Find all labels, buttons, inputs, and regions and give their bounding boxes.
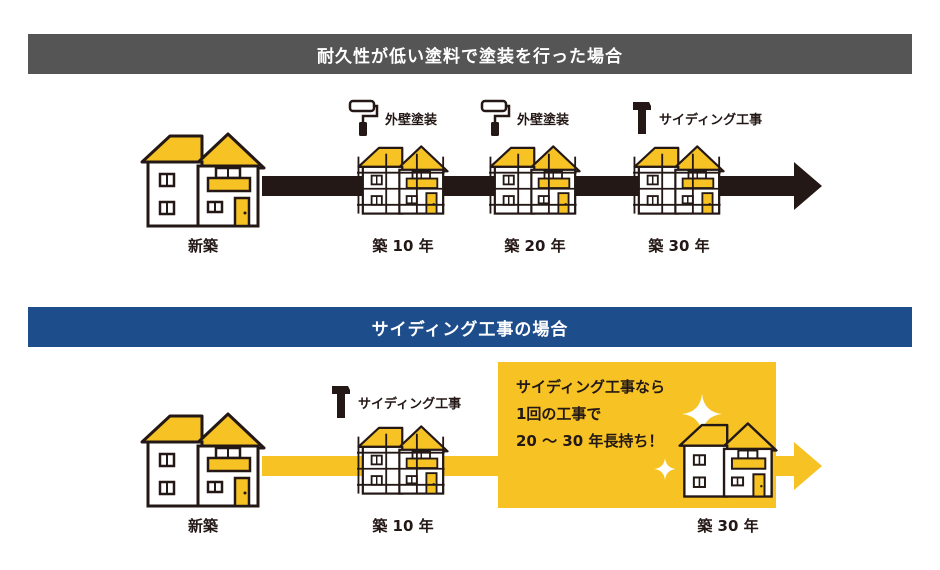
paint-label-30: 築 30 年 bbox=[648, 237, 710, 255]
paint-label-10: 築 10 年 bbox=[372, 237, 434, 255]
house-new-icon bbox=[140, 132, 266, 228]
house-new-30-icon bbox=[678, 422, 778, 498]
house-scaffold-30-icon bbox=[633, 145, 725, 215]
siding-label-10: 築 10 年 bbox=[372, 517, 434, 535]
paint-task-20: 外壁塗装 bbox=[479, 98, 569, 138]
hammer-icon bbox=[332, 386, 350, 418]
paint-label-20: 築 20 年 bbox=[504, 237, 566, 255]
siding-scenario-title-bar: サイディング工事の場合 bbox=[28, 307, 912, 347]
sparkle-small-icon bbox=[654, 458, 676, 480]
house-new-icon bbox=[140, 412, 266, 508]
paint-task-10: 外壁塗装 bbox=[347, 98, 437, 138]
paint-roller-icon bbox=[348, 99, 379, 136]
siding-task-10: サイディング工事 bbox=[330, 384, 461, 420]
siding-label-new: 新築 bbox=[187, 517, 218, 535]
paint-task-10-label: 外壁塗装 bbox=[385, 112, 438, 128]
sparkle-large-icon bbox=[682, 394, 722, 434]
promo-line-3: 20 ～ 30 年長持ち！ bbox=[516, 432, 664, 450]
promo-line-1: サイディング工事なら bbox=[516, 378, 665, 396]
siding-timeline-arrowhead bbox=[794, 442, 822, 490]
promo-line-2: 1回の工事で bbox=[516, 405, 602, 423]
paint-scenario-title-bar: 耐久性が低い塗料で塗装を行った場合 bbox=[28, 34, 912, 74]
house-scaffold-10-icon bbox=[357, 145, 449, 215]
paint-task-30: サイディング工事 bbox=[631, 100, 762, 136]
promo-text: サイディング工事なら 1回の工事で 20 ～ 30 年長持ち！ bbox=[516, 374, 665, 455]
siding-task-10-label: サイディング工事 bbox=[358, 396, 462, 412]
paint-timeline-arrowhead bbox=[794, 162, 822, 210]
house-scaffold-20-icon bbox=[489, 145, 581, 215]
house-scaffold-10-icon bbox=[357, 425, 449, 495]
siding-scenario-title: サイディング工事の場合 bbox=[371, 319, 569, 340]
paint-scenario-title: 耐久性が低い塗料で塗装を行った場合 bbox=[317, 46, 623, 67]
paint-label-new: 新築 bbox=[187, 237, 218, 255]
paint-task-30-label: サイディング工事 bbox=[659, 112, 763, 128]
paint-task-20-label: 外壁塗装 bbox=[517, 112, 570, 128]
hammer-icon bbox=[633, 102, 651, 134]
siding-label-30: 築 30 年 bbox=[697, 517, 759, 535]
paint-roller-icon bbox=[480, 99, 511, 136]
